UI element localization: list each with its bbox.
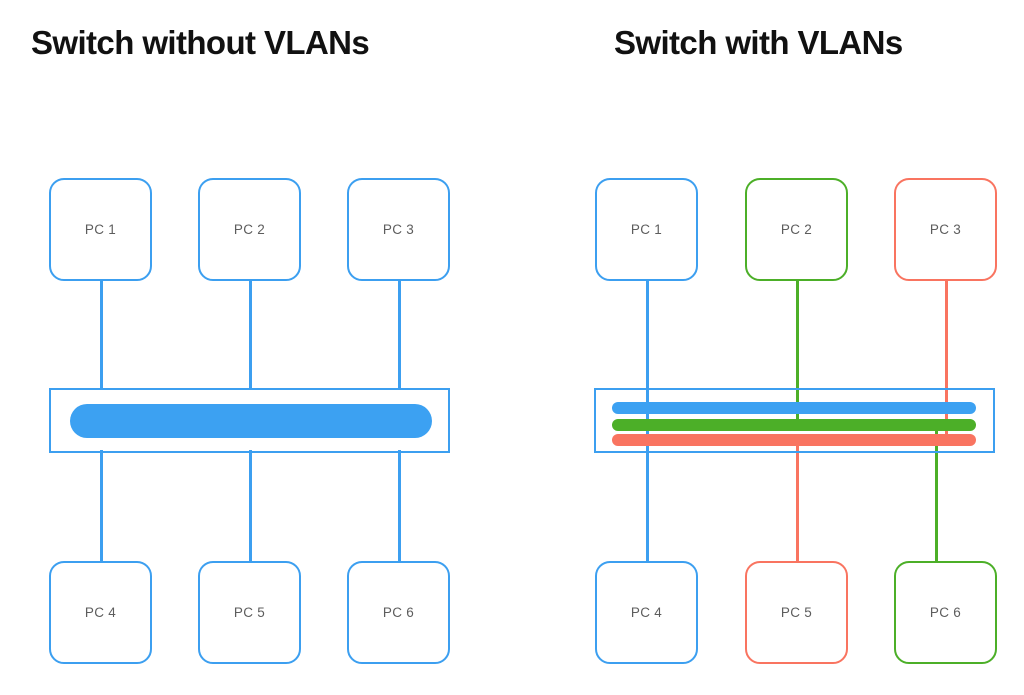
pc-box-right-6[interactable]: PC 6 [894, 561, 997, 664]
wire-vlan-red-pc5-to-switch [796, 437, 799, 562]
pc-label: PC 1 [630, 222, 663, 237]
pc-box-left-3[interactable]: PC 3 [347, 178, 450, 281]
pc-box-left-6[interactable]: PC 6 [347, 561, 450, 664]
pc-label: PC 2 [233, 222, 266, 237]
wire-pc6-to-switch [398, 450, 401, 562]
switch-chassis-with-vlans[interactable] [594, 388, 995, 453]
wire-vlan-red-pc3-to-switch [945, 280, 948, 442]
pc-label: PC 5 [233, 605, 266, 620]
wire-vlan-green-pc2-to-switch [796, 280, 799, 428]
wire-vlan-blue-pc1-to-switch [646, 280, 649, 410]
wire-pc1-to-switch [100, 280, 103, 390]
pc-label: PC 4 [84, 605, 117, 620]
pc-label: PC 3 [929, 222, 962, 237]
switch-chassis-without-vlans[interactable] [49, 388, 450, 453]
wire-pc3-to-switch [398, 280, 401, 390]
wire-pc5-to-switch [249, 450, 252, 562]
pc-box-left-2[interactable]: PC 2 [198, 178, 301, 281]
panel-title-with-vlans: Switch with VLANs [614, 24, 903, 61]
pc-box-left-4[interactable]: PC 4 [49, 561, 152, 664]
vlan-bar-green[interactable] [612, 419, 976, 431]
pc-box-left-1[interactable]: PC 1 [49, 178, 152, 281]
pc-label: PC 6 [382, 605, 415, 620]
pc-box-right-2[interactable]: PC 2 [745, 178, 848, 281]
pc-box-left-5[interactable]: PC 5 [198, 561, 301, 664]
pc-label: PC 5 [780, 605, 813, 620]
pc-label: PC 6 [929, 605, 962, 620]
pc-label: PC 4 [630, 605, 663, 620]
pc-label: PC 2 [780, 222, 813, 237]
wire-vlan-blue-pc4-to-switch [646, 405, 649, 562]
pc-box-right-3[interactable]: PC 3 [894, 178, 997, 281]
wire-pc4-to-switch [100, 450, 103, 562]
pc-box-right-1[interactable]: PC 1 [595, 178, 698, 281]
vlan-bar-blue[interactable] [612, 402, 976, 414]
backbone-bar[interactable] [70, 404, 432, 438]
wire-vlan-green-pc6-to-switch [935, 422, 938, 562]
vlan-bar-red[interactable] [612, 434, 976, 446]
pc-box-right-5[interactable]: PC 5 [745, 561, 848, 664]
panel-title-without-vlans: Switch without VLANs [31, 24, 370, 61]
pc-label: PC 1 [84, 222, 117, 237]
wire-pc2-to-switch [249, 280, 252, 390]
pc-label: PC 3 [382, 222, 415, 237]
pc-box-right-4[interactable]: PC 4 [595, 561, 698, 664]
